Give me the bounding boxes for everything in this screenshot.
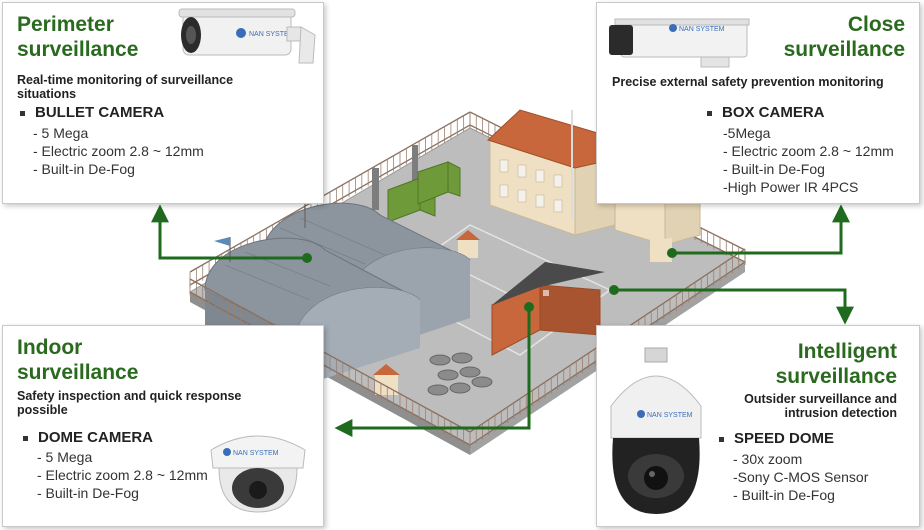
camera-type: BOX CAMERA [707, 104, 825, 121]
camera-type: BULLET CAMERA [20, 104, 164, 121]
panel-title: Intelligent surveillance [775, 340, 897, 388]
spec-item: - Built-in De-Fog [37, 485, 139, 501]
perimeter-surveillance-panel: Perimeter surveillance Real-time monitor… [2, 2, 324, 204]
spec-item: - 5 Mega [37, 449, 93, 465]
spec-item: -5Mega [723, 125, 771, 141]
spec-item: - 30x zoom [733, 451, 803, 467]
bullet-square-icon [23, 435, 28, 441]
intelligent-surveillance-panel: Intelligent surveillance Outsider survei… [596, 325, 920, 527]
spec-list: - 5 Mega - Electric zoom 2.8 ~ 12mm - Bu… [33, 124, 204, 178]
spec-item: - 5 Mega [33, 125, 89, 141]
brand-label: NAN SYSTEM [233, 450, 279, 457]
bullet-camera-icon: NAN SYSTEM [178, 8, 316, 64]
brand-label: NAN SYSTEM [647, 412, 693, 419]
spec-list: - 30x zoom -Sony C-MOS Sensor - Built-in… [733, 450, 868, 504]
panel-title: Perimeter surveillance [17, 13, 139, 61]
panel-title: Indoor surveillance [17, 336, 139, 384]
camera-type: SPEED DOME [719, 430, 834, 447]
spec-item: - Electric zoom 2.8 ~ 12mm [723, 143, 894, 159]
spec-item: - Built-in De-Fog [733, 487, 835, 503]
panel-subtitle: Precise external safety prevention monit… [612, 75, 884, 89]
panel-subtitle: Safety inspection and quick response pos… [17, 389, 242, 417]
brand-label: NAN SYSTEM [249, 31, 295, 38]
spec-item: - Electric zoom 2.8 ~ 12mm [33, 143, 204, 159]
bullet-square-icon [20, 110, 25, 116]
box-camera-icon: NAN SYSTEM [609, 18, 750, 68]
close-surveillance-panel: Close surveillance Precise external safe… [596, 2, 920, 204]
spec-item: - Built-in De-Fog [723, 161, 825, 177]
panel-title: Close surveillance [783, 13, 905, 61]
indoor-surveillance-panel: Indoor surveillance Safety inspection an… [2, 325, 324, 527]
spec-item: - Built-in De-Fog [33, 161, 135, 177]
spec-list: -5Mega - Electric zoom 2.8 ~ 12mm - Buil… [723, 124, 894, 196]
bullet-square-icon [719, 436, 724, 442]
panel-subtitle: Outsider surveillance and intrusion dete… [744, 392, 897, 420]
spec-item: -Sony C-MOS Sensor [733, 469, 869, 485]
speed-dome-camera-icon: NAN SYSTEM [610, 347, 702, 514]
panel-subtitle: Real-time monitoring of surveillance sit… [17, 73, 234, 101]
spec-item: -High Power IR 4PCS [723, 179, 859, 195]
camera-type: DOME CAMERA [23, 429, 153, 446]
spec-list: - 5 Mega - Electric zoom 2.8 ~ 12mm - Bu… [37, 448, 208, 502]
brand-label: NAN SYSTEM [679, 26, 725, 33]
bullet-square-icon [707, 110, 712, 116]
spec-item: - Electric zoom 2.8 ~ 12mm [37, 467, 208, 483]
dome-camera-icon: NAN SYSTEM [210, 435, 306, 513]
